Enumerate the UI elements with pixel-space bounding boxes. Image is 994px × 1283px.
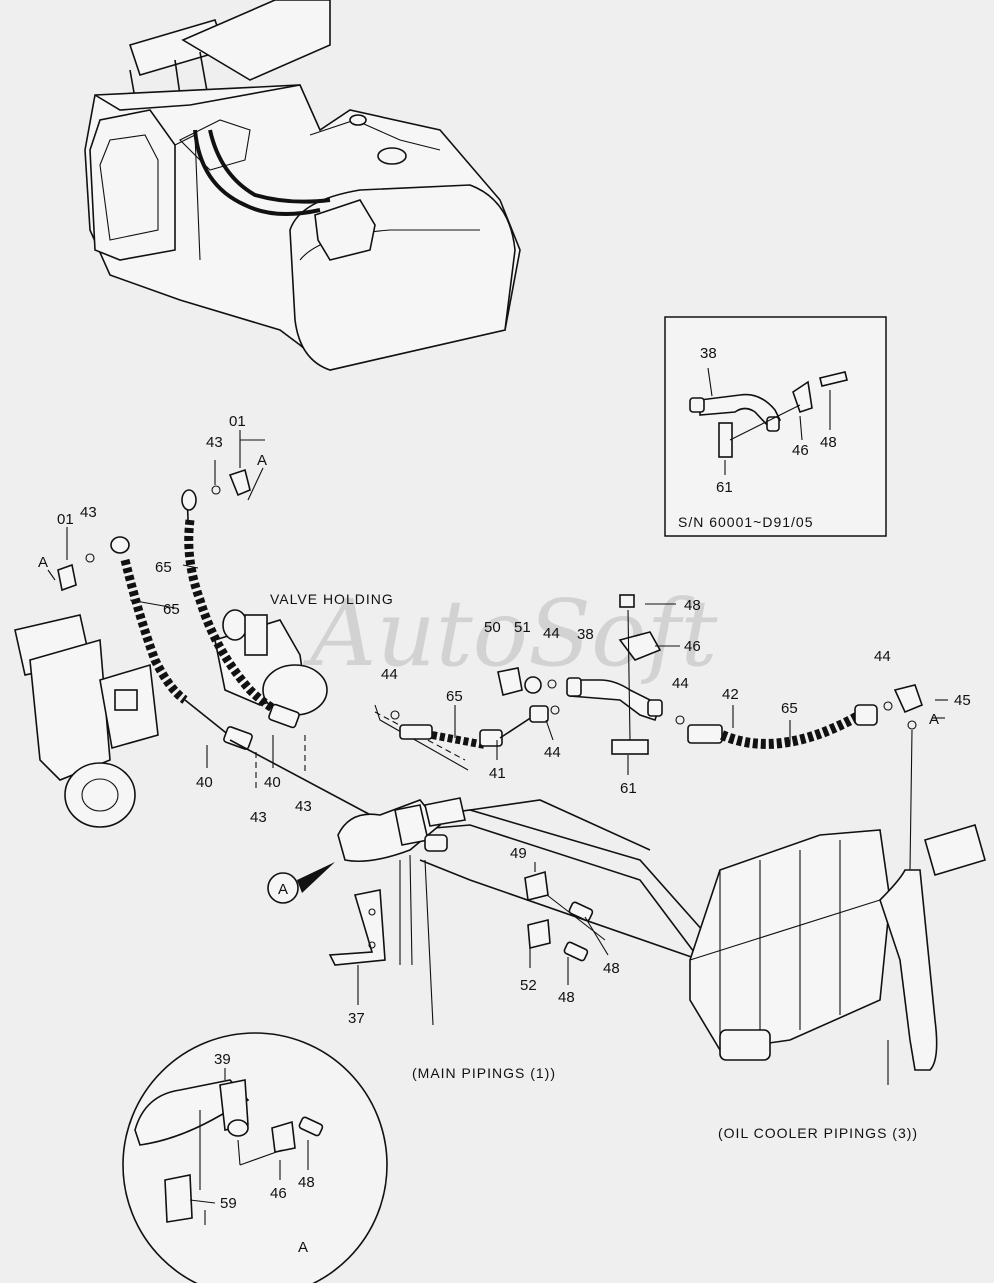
callout-39: 39 [214, 1051, 231, 1068]
callout-38: 38 [577, 626, 594, 643]
main-pipes [229, 735, 721, 1026]
callout-44: 44 [543, 625, 560, 642]
callout-43: 43 [250, 809, 267, 826]
callout-44: 44 [544, 744, 561, 761]
callout-41: 41 [489, 765, 506, 782]
callout-61: 61 [620, 780, 637, 797]
callout-49: 49 [510, 845, 527, 862]
callout-59: 59 [220, 1195, 237, 1212]
part-callouts: 01 43 A 01 43 A 65 65 40 40 43 43 44 65 … [38, 345, 971, 1212]
serial-inset [664, 316, 887, 537]
callout-65: 65 [781, 700, 798, 717]
detail-a-circle [122, 1032, 388, 1283]
callout-48: 48 [684, 597, 701, 614]
callout-a: A [257, 452, 267, 469]
callout-a: A [929, 711, 939, 728]
callout-44: 44 [381, 666, 398, 683]
callout-48: 48 [820, 434, 837, 451]
callout-65: 65 [446, 688, 463, 705]
callout-38: 38 [700, 345, 717, 362]
caption-main-pipings: (MAIN PIPINGS (1)) [412, 1065, 556, 1081]
callout-40: 40 [264, 774, 281, 791]
callout-40: 40 [196, 774, 213, 791]
callout-43: 43 [80, 504, 97, 521]
center-parts [374, 594, 924, 871]
callout-a-label: A [278, 881, 288, 898]
callout-46: 46 [684, 638, 701, 655]
callout-48: 48 [603, 960, 620, 977]
control-valve [689, 824, 986, 1085]
callout-50: 50 [484, 619, 501, 636]
caption-serial-number: S/N 60001~D91/05 [678, 514, 813, 530]
callout-48: 48 [298, 1174, 315, 1191]
detail-a-pointer: A [267, 862, 335, 904]
callout-46: 46 [270, 1185, 287, 1202]
callout-61: 61 [716, 479, 733, 496]
leader-lines [47, 430, 948, 1225]
callout-42: 42 [722, 686, 739, 703]
clamps [524, 870, 606, 962]
callout-65: 65 [155, 559, 172, 576]
callout-43: 43 [206, 434, 223, 451]
callout-01: 01 [229, 413, 246, 430]
excavator-overview [84, 0, 521, 371]
callout-48: 48 [558, 989, 575, 1006]
caption-oil-cooler-pipings: (OIL COOLER PIPINGS (3)) [718, 1125, 918, 1141]
callout-44: 44 [672, 675, 689, 692]
detail-a-label: A [298, 1239, 308, 1256]
callout-37: 37 [348, 1010, 365, 1027]
callout-52: 52 [520, 977, 537, 994]
callout-45: 45 [954, 692, 971, 709]
callout-46: 46 [792, 442, 809, 459]
callout-a: A [38, 554, 48, 571]
callout-43: 43 [295, 798, 312, 815]
hoses [57, 468, 300, 750]
callout-01: 01 [57, 511, 74, 528]
cylinders-left [14, 609, 328, 828]
callout-44: 44 [874, 648, 891, 665]
callout-51: 51 [514, 619, 531, 636]
caption-valve-holding: VALVE HOLDING [270, 591, 394, 607]
callout-65: 65 [163, 601, 180, 618]
